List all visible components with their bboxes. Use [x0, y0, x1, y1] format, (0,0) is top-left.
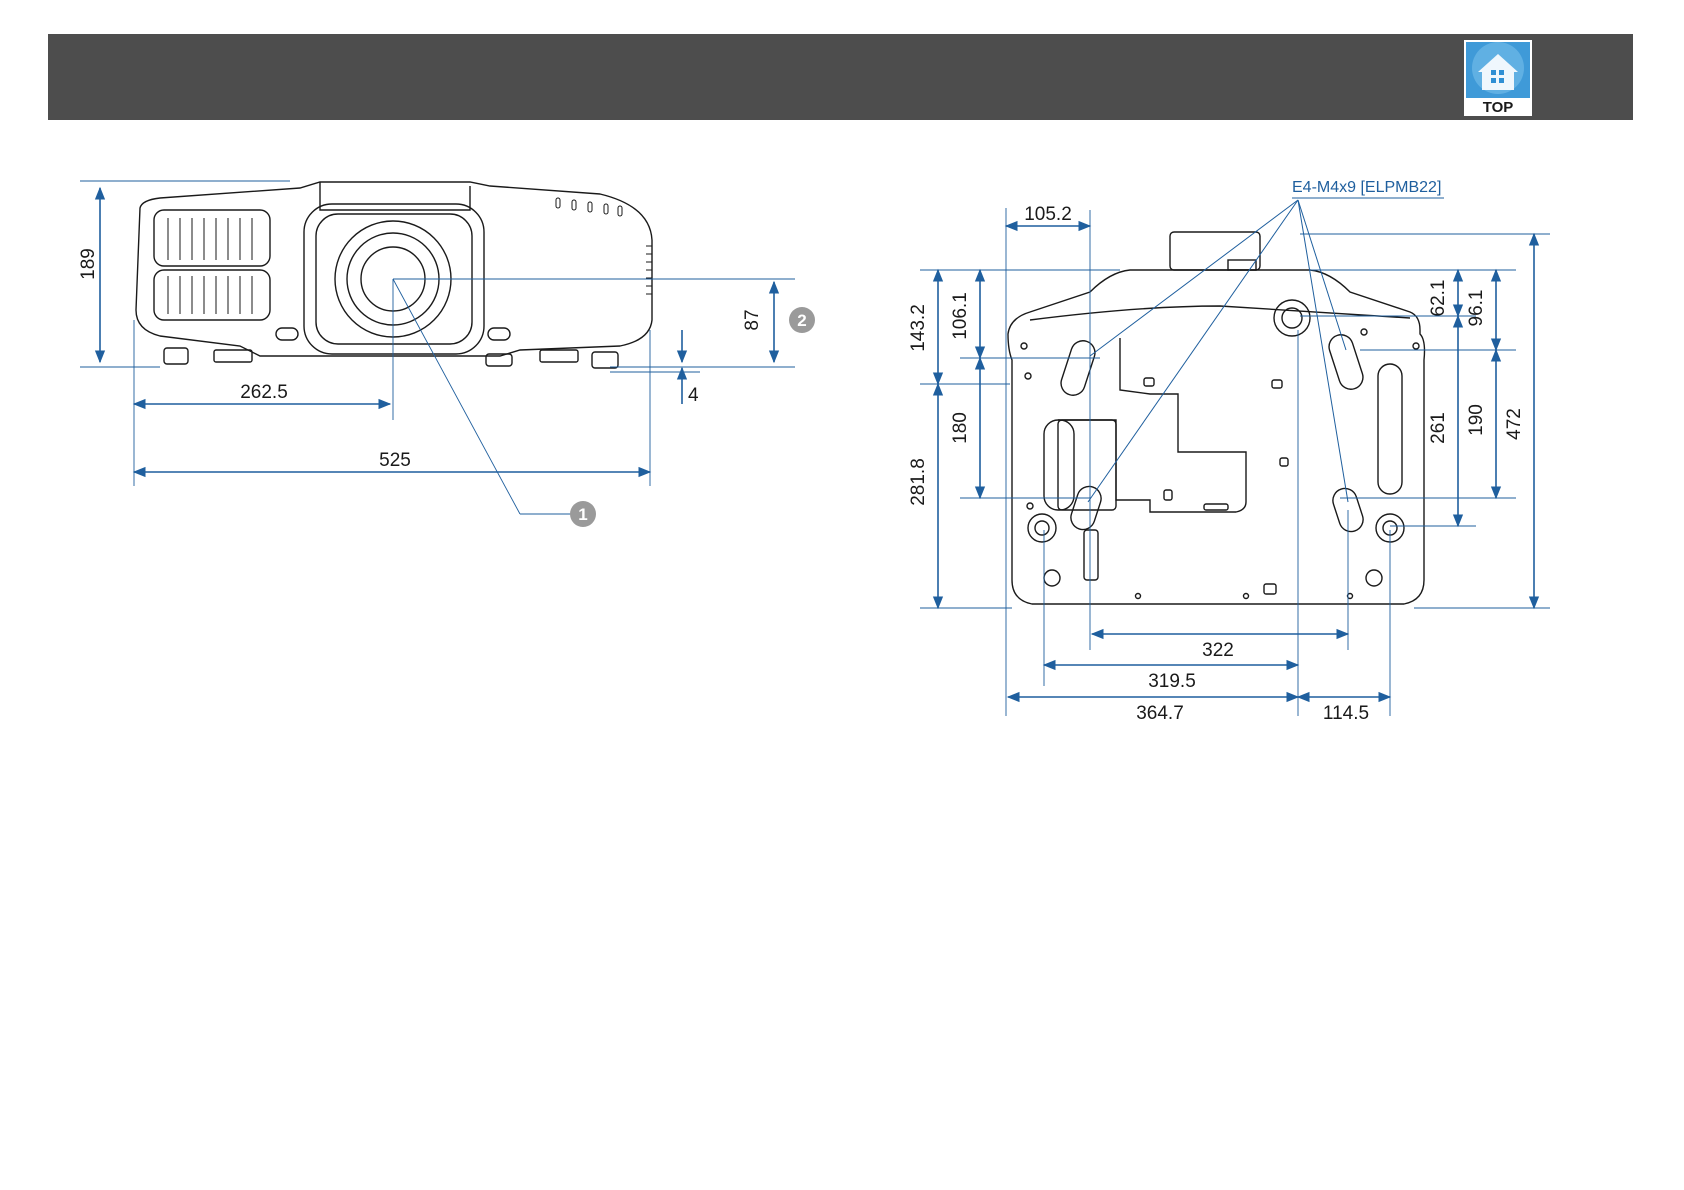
dim-106-1: 106.1: [950, 292, 971, 340]
front-extension-lines: [80, 181, 795, 514]
dim-261: 261: [1428, 412, 1449, 444]
dim-143-2: 143.2: [908, 304, 929, 352]
bottom-extension-lines: [920, 208, 1550, 716]
dim-472: 472: [1504, 408, 1525, 440]
dim-189: 189: [78, 248, 99, 280]
marker-1: 1: [570, 501, 596, 527]
dim-190: 190: [1466, 404, 1487, 436]
dim-364-7: 364.7: [1136, 703, 1184, 724]
dim-525: 525: [379, 450, 411, 471]
dim-105-2: 105.2: [1024, 204, 1072, 225]
dim-281-8: 281.8: [908, 458, 929, 506]
projector-front-outline: [136, 182, 652, 368]
bottom-view: E4-M4x9 [ELPMB22]: [908, 179, 1550, 724]
projector-bottom-outline: [1008, 232, 1425, 604]
svg-text:1: 1: [578, 505, 587, 524]
callout-e4-m4x9: E4-M4x9 [ELPMB22]: [1292, 179, 1441, 196]
dim-180: 180: [950, 412, 971, 444]
dim-262-5: 262.5: [240, 382, 288, 403]
dim-96-1: 96.1: [1466, 290, 1487, 327]
dim-87: 87: [742, 309, 763, 330]
dim-4: 4: [688, 385, 699, 406]
marker-2: 2: [789, 307, 815, 333]
dim-62-1: 62.1: [1428, 280, 1449, 317]
svg-text:2: 2: [797, 311, 806, 330]
front-dimension-lines: [100, 188, 774, 472]
dim-114-5: 114.5: [1323, 703, 1369, 724]
dim-319-5: 319.5: [1148, 671, 1196, 692]
front-view: 189 262.5 525 87 4 1 2: [78, 181, 815, 527]
dim-322: 322: [1202, 640, 1234, 661]
